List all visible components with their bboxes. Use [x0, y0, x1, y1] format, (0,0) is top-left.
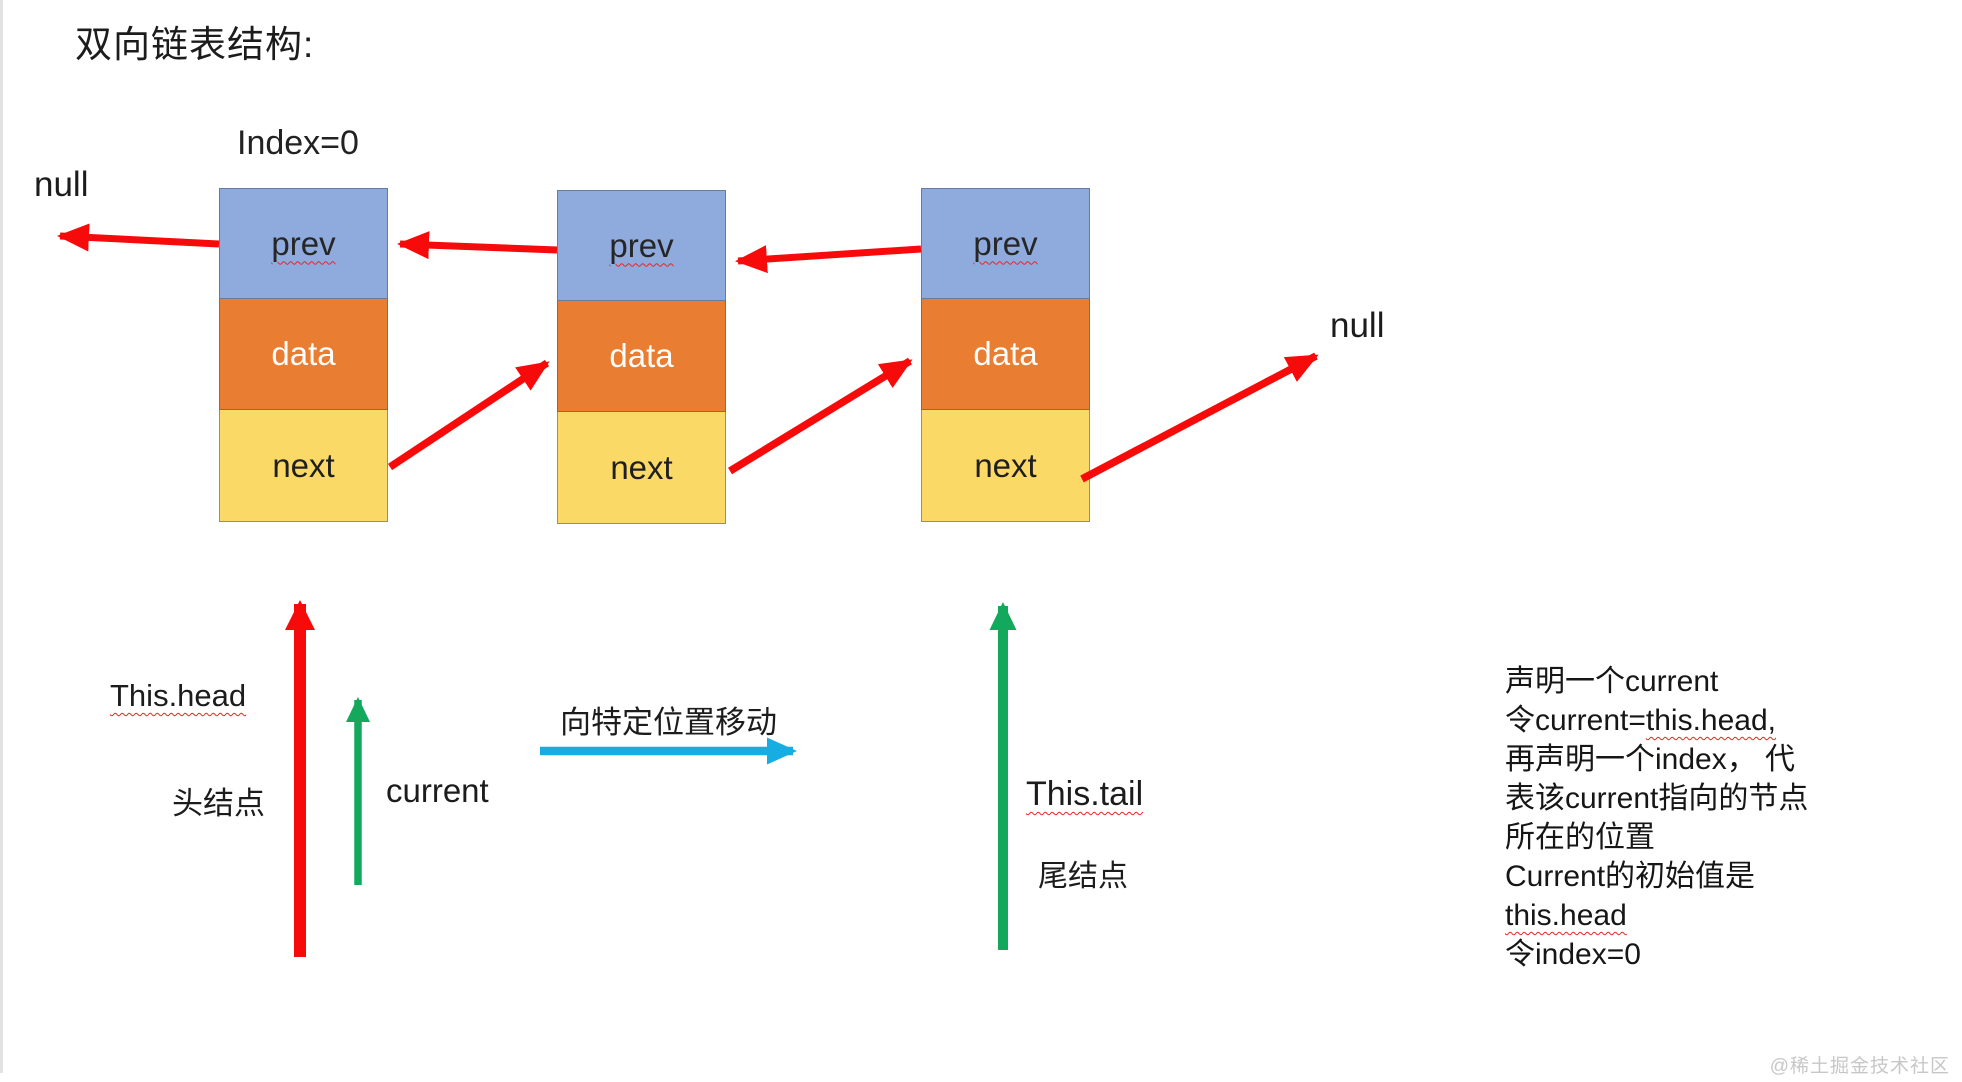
node2-next-label: next	[610, 448, 673, 486]
node3-data-label: data	[973, 335, 1038, 372]
note-text: 所在的位置	[1505, 821, 1655, 854]
prev-to-null-arrow	[57, 223, 220, 252]
node1-prev-cell: prev	[219, 188, 388, 299]
note-text: Current的初始值是	[1505, 860, 1756, 893]
tail-node-label: 尾结点	[1038, 860, 1128, 893]
node3-next-to-null-arrow	[1080, 352, 1319, 483]
node2-prev-cell: prev	[557, 190, 726, 301]
list-node-2: prev data next	[557, 190, 726, 524]
note-line: 所在的位置	[1505, 818, 1875, 857]
node3-prev-cell: prev	[921, 188, 1090, 299]
node2-next-cell: next	[557, 412, 726, 524]
node3-next-cell: next	[921, 410, 1090, 522]
left-edge-divider	[0, 0, 3, 1073]
this-tail-label: This.tail	[1026, 775, 1144, 813]
null-label-left: null	[34, 165, 89, 204]
index-label: Index=0	[237, 124, 359, 162]
note-line: 声明一个current	[1505, 662, 1875, 701]
node3-prev-arrow	[735, 245, 922, 274]
note-line: 表该current指向的节点	[1505, 779, 1875, 818]
note-line: 再声明一个index， 代	[1505, 740, 1875, 779]
list-node-3: prev data next	[921, 188, 1090, 522]
node1-next-arrow	[387, 359, 550, 471]
list-node-1: prev data next	[219, 188, 388, 522]
node1-data-label: data	[271, 335, 336, 372]
node2-prev-arrow	[397, 231, 558, 260]
node1-next-label: next	[272, 446, 335, 484]
note-line: 令current=this.head,	[1505, 701, 1875, 740]
note-line: this.head	[1505, 896, 1875, 935]
null-label-right: null	[1330, 306, 1385, 345]
note-text: 令current=	[1505, 704, 1646, 737]
node1-prev-label: prev	[271, 224, 336, 262]
note-line: 令index=0	[1505, 935, 1875, 974]
node3-data-cell: data	[921, 299, 1090, 410]
note-text: 表该current指向的节点	[1505, 782, 1809, 815]
this-head-label: This.head	[110, 678, 247, 713]
watermark: @稀土掘金技术社区	[1769, 1056, 1950, 1077]
current-label: current	[386, 772, 489, 809]
node2-data-label: data	[609, 337, 674, 374]
node1-data-cell: data	[219, 299, 388, 410]
node3-next-label: next	[974, 446, 1037, 484]
node1-next-cell: next	[219, 410, 388, 522]
note-text: 再声明一个index， 代	[1505, 743, 1796, 776]
note-line: Current的初始值是	[1505, 857, 1875, 896]
node2-next-arrow	[728, 357, 913, 475]
node2-data-cell: data	[557, 301, 726, 412]
head-node-label: 头结点	[172, 786, 265, 821]
note-text: 声明一个current	[1505, 665, 1719, 698]
node2-prev-label: prev	[609, 226, 674, 264]
note-text: 令index=0	[1505, 938, 1641, 971]
page-title: 双向链表结构:	[75, 24, 315, 65]
note-text-underlined: this.head	[1505, 899, 1627, 932]
note-text-underlined: this.head,	[1645, 704, 1776, 737]
move-to-position-label: 向特定位置移动	[560, 705, 777, 740]
node3-prev-label: prev	[973, 224, 1038, 262]
